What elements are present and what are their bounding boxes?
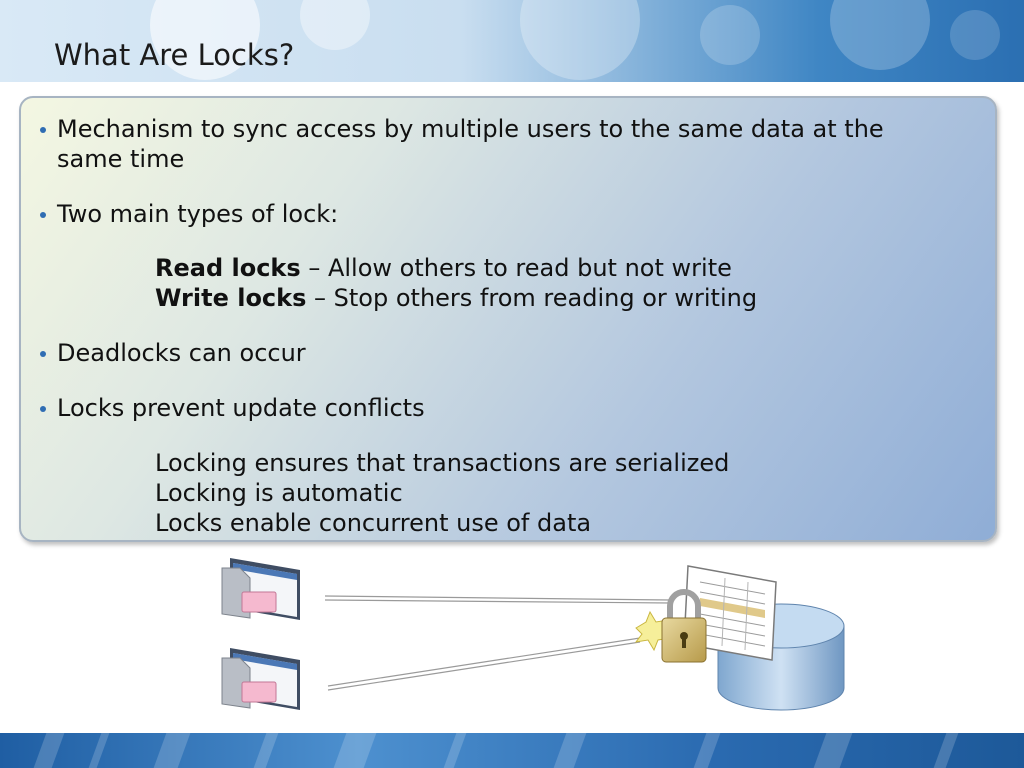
bullet-text: Mechanism to sync access by multiple use… — [57, 115, 884, 173]
slide-title: What Are Locks? — [54, 38, 295, 72]
bullet-item: Mechanism to sync access by multiple use… — [40, 114, 907, 174]
bullet-text: Deadlocks can occur — [57, 339, 306, 367]
bullet-dot-icon — [40, 127, 46, 133]
conflict-point: Locking ensures that transactions are se… — [155, 449, 730, 477]
bullet-item: Two main types of lock: — [40, 199, 907, 229]
bullet-text: Two main types of lock: — [57, 200, 339, 228]
bullet-text: Locks prevent update conflicts — [57, 394, 425, 422]
content-panel: Mechanism to sync access by multiple use… — [19, 96, 997, 542]
bullet-dot-icon — [40, 406, 46, 412]
connection-line — [327, 637, 641, 691]
locking-illustration — [200, 548, 860, 728]
lock-type-line: Read locks – Allow others to read but no… — [155, 253, 975, 283]
lock-type-desc: – Allow others to read but not write — [300, 254, 732, 282]
slide-footer — [0, 733, 1024, 768]
connection-line — [324, 595, 671, 604]
lock-type-desc: – Stop others from reading or writing — [306, 284, 758, 312]
bullet-item: Deadlocks can occur — [40, 338, 907, 368]
application-window-icon — [221, 648, 300, 710]
data-table-icon — [683, 565, 777, 661]
conflict-point: Locking is automatic — [155, 479, 403, 507]
bullet-dot-icon — [40, 212, 46, 218]
slide-header: What Are Locks? — [0, 0, 1024, 82]
padlock-icon — [661, 589, 707, 663]
bullet-item: Locks prevent update conflicts — [40, 393, 907, 423]
lock-type-term: Write locks — [155, 284, 307, 312]
bullet-dot-icon — [40, 351, 46, 357]
lock-type-line: Write locks – Stop others from reading o… — [155, 283, 975, 313]
lock-type-term: Read locks — [155, 254, 301, 282]
conflict-point: Locks enable concurrent use of data — [155, 509, 592, 537]
application-window-icon — [221, 558, 300, 620]
